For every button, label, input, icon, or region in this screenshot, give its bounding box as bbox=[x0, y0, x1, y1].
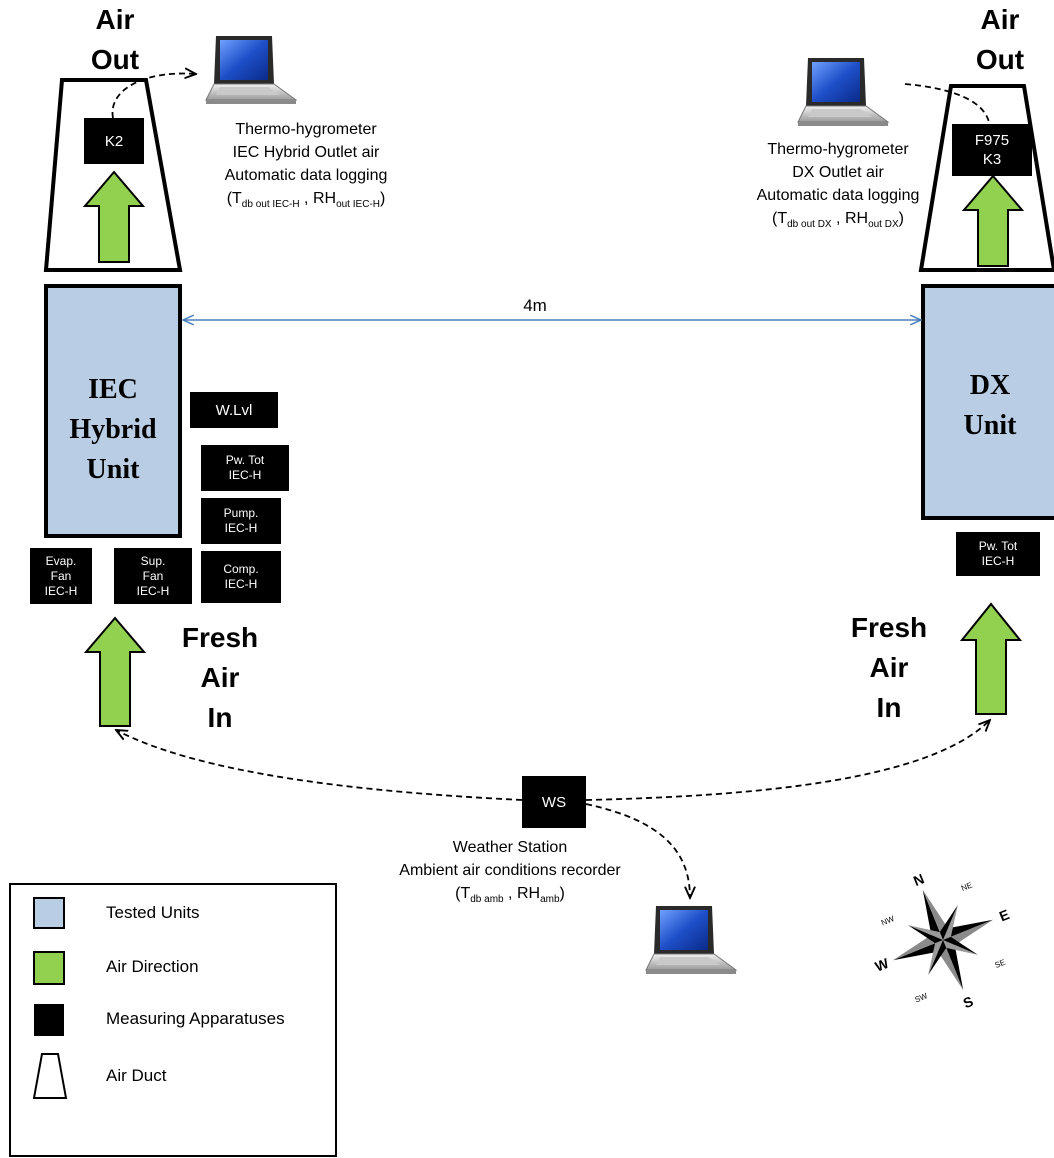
weather-station-caption: Weather Station Ambient air conditions r… bbox=[399, 839, 621, 906]
left-logger-link bbox=[111, 74, 196, 119]
right-fresh-air-arrow bbox=[959, 602, 1023, 715]
w-lvl-sensor: W.Lvl bbox=[190, 392, 278, 428]
left-fresh-air-arrow bbox=[83, 616, 147, 727]
legend-frame bbox=[9, 883, 337, 1157]
pump-iec-h-sensor: Pump. IEC-H bbox=[201, 498, 281, 544]
legend-swatch-measuring bbox=[34, 1004, 64, 1036]
compass-e: E bbox=[997, 906, 1012, 924]
comp-iec-h-sensor: Comp. IEC-H bbox=[201, 551, 281, 603]
compass-s: S bbox=[961, 993, 976, 1011]
ws-to-left-fresh-air bbox=[116, 730, 523, 801]
pw-tot-iec-h-sensor: Pw. Tot IEC-H bbox=[201, 445, 289, 491]
left-air-out-arrow-shape bbox=[82, 170, 146, 263]
f975-k3-sensor: F975 K3 bbox=[952, 124, 1032, 176]
sup-fan-iec-h-sensor: Sup. Fan IEC-H bbox=[114, 548, 192, 604]
right-air-out-arrow-shape bbox=[961, 174, 1025, 267]
legend-label-tested-units: Tested Units bbox=[106, 903, 200, 922]
legend-swatch-air-direction bbox=[33, 951, 65, 985]
compass-rose: N E S W NE SE SW NW bbox=[873, 870, 1012, 1011]
evap-fan-iec-h-sensor: Evap. Fan IEC-H bbox=[30, 548, 92, 604]
compass-se: SE bbox=[993, 958, 1006, 970]
left-laptop-icon bbox=[205, 35, 297, 105]
compass-sw: SW bbox=[913, 991, 929, 1004]
legend-label-air-duct: Air Duct bbox=[106, 1066, 167, 1085]
dx-unit-box bbox=[921, 284, 1054, 520]
dx-pw-tot-sensor: Pw. Tot IEC-H bbox=[956, 532, 1040, 576]
legend-label-air-direction: Air Direction bbox=[106, 957, 199, 976]
compass-nw: NW bbox=[880, 914, 896, 928]
right-logger-link bbox=[904, 83, 991, 131]
distance-label: 4m bbox=[523, 296, 547, 315]
left-logger-caption: Thermo-hygrometer IEC Hybrid Outlet air … bbox=[224, 121, 388, 211]
weather-station-sensor: WS bbox=[522, 776, 586, 828]
iec-hybrid-unit-box bbox=[44, 284, 182, 538]
legend-swatch-air-duct bbox=[32, 1053, 68, 1099]
compass-w: W bbox=[873, 955, 892, 975]
right-logger-caption: Thermo-hygrometer DX Outlet air Automati… bbox=[756, 141, 920, 231]
ws-to-right-fresh-air bbox=[585, 720, 990, 801]
compass-n: N bbox=[911, 870, 926, 889]
compass-ne: NE bbox=[960, 880, 974, 893]
weather-laptop-icon bbox=[645, 905, 737, 975]
ws-to-laptop bbox=[585, 803, 690, 898]
legend-label-measuring-apparatuses: Measuring Apparatuses bbox=[106, 1009, 285, 1028]
k2-sensor: K2 bbox=[84, 118, 144, 164]
right-laptop-icon bbox=[797, 57, 889, 127]
legend-swatch-tested-units bbox=[33, 897, 65, 929]
